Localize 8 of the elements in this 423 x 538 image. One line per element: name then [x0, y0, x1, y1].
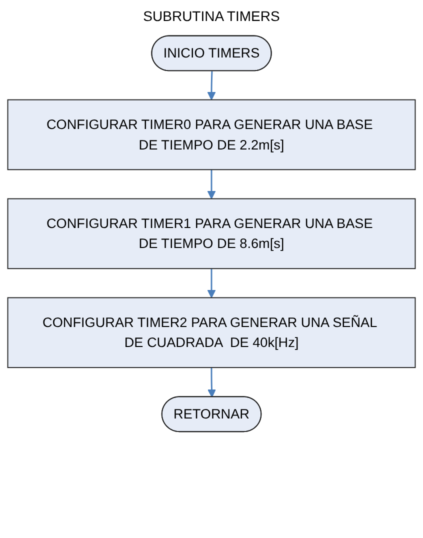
- arrow: [207, 170, 216, 200]
- arrow: [207, 368, 216, 398]
- diagram-title: SUBRUTINA TIMERS: [142, 8, 281, 24]
- node-box: CONFIGURAR TIMER1 PARA GENERAR UNA BASE DE TIEMPO DE 8.6m[s]: [7, 198, 416, 270]
- arrow: [207, 268, 216, 298]
- node-box: CONFIGURAR TIMER2 PARA GENERAR UNA SEÑAL DE CUADRADA DE 40k[Hz]: [7, 297, 416, 368]
- node-box: CONFIGURAR TIMER0 PARA GENERAR UNA BASE DE TIEMPO DE 2.2m[s]: [7, 99, 416, 170]
- arrow: [207, 71, 216, 100]
